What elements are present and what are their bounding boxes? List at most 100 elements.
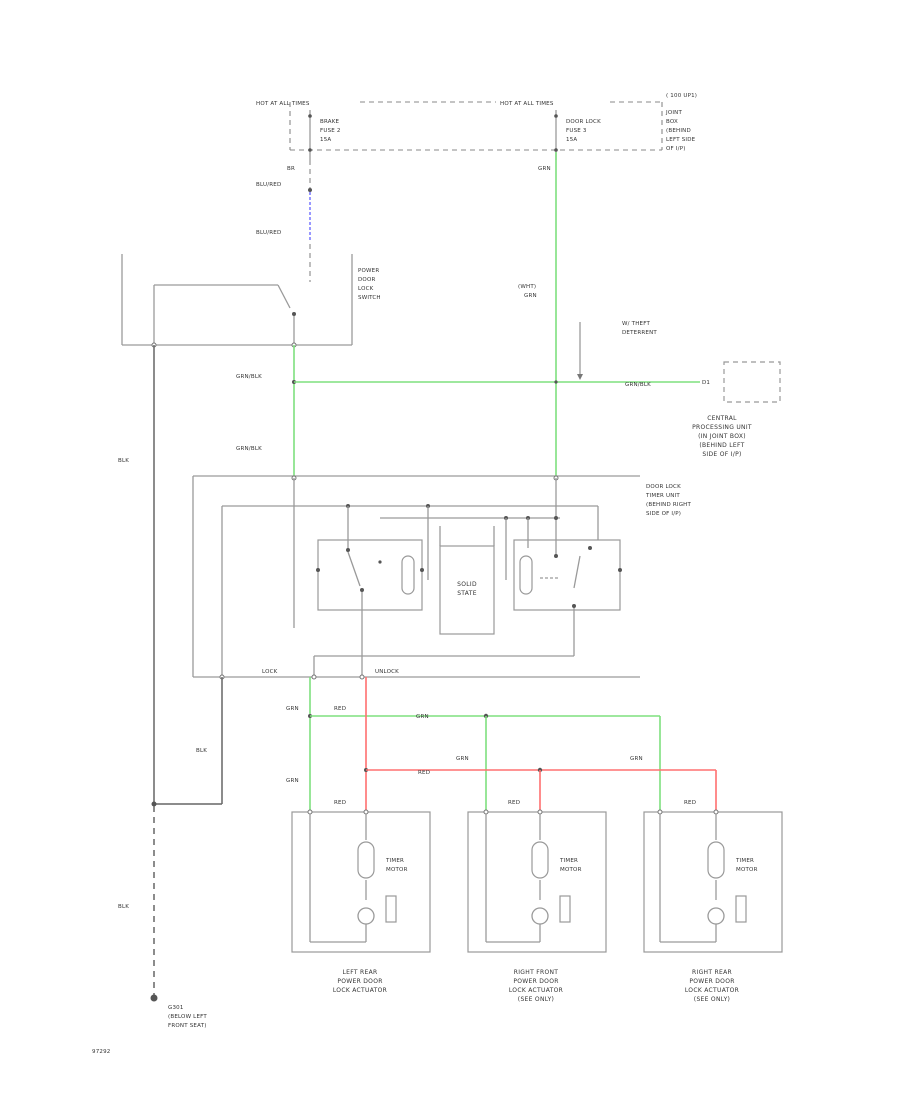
fuse-terminal xyxy=(308,114,312,118)
actuator-rf-label-3: LOCK ACTUATOR xyxy=(509,987,563,994)
crossover-dot xyxy=(554,380,558,384)
wire-label-grn-blk-3: GRN/BLK xyxy=(625,382,651,388)
relay-contact xyxy=(347,551,361,587)
fuse-block-location-1: JOINT xyxy=(665,110,682,116)
switch-contact xyxy=(292,312,296,316)
wire-label-br: BR xyxy=(287,166,295,172)
actuator-left-rear: TIMER MOTOR LEFT REAR POWER DOOR LOCK AC… xyxy=(291,809,431,994)
door-lock-fuse-branch: GRN (WHT) GRN xyxy=(518,152,557,478)
brake-fuse-label-3: 15A xyxy=(320,137,331,143)
actuator-harness: GRN RED GRN GRN RED GRN GRN RED RED RED xyxy=(286,677,717,812)
ground-circuit: BLK BLK BLK G301 (BELOW LEFT FRONT SEAT) xyxy=(118,345,223,1029)
wire-label-grn: GRN xyxy=(538,166,551,172)
connector-label: D1 xyxy=(702,380,710,386)
timer-motor-label-2: MOTOR xyxy=(736,867,758,873)
relay-terminal xyxy=(378,560,382,564)
hot-at-all-times-label: HOT AT ALL TIMES xyxy=(256,101,310,107)
connector-pin xyxy=(359,674,365,680)
actuator-lr-label-1: LEFT REAR xyxy=(343,969,378,976)
connector-pin xyxy=(311,674,317,680)
wire-label-blk-2: BLK xyxy=(196,748,207,754)
door-lock-fuse-label-1: DOOR LOCK xyxy=(566,119,601,125)
actuator-switch-icon xyxy=(385,895,397,923)
wire-label-grn-a: GRN xyxy=(286,706,299,712)
brake-fuse-branch: BR BLU/RED BLU/RED xyxy=(256,160,312,282)
timer-unit-label-4: SIDE OF I/P) xyxy=(646,511,681,517)
door-lock-fuse-label-3: 15A xyxy=(566,137,577,143)
anti-theft-label-2: DETERRENT xyxy=(622,330,657,336)
timer-unit-label-2: TIMER UNIT xyxy=(645,493,680,499)
actuator-housing xyxy=(643,811,783,953)
relay-terminal xyxy=(346,548,350,552)
timer-motor-label-1: TIMER xyxy=(559,858,578,864)
door-lock-fuse-label-2: FUSE 3 xyxy=(566,128,587,134)
brake-fuse-label-1: BRAKE xyxy=(320,119,340,125)
timer-motor-label-2: MOTOR xyxy=(560,867,582,873)
actuator-rr-label-1: RIGHT REAR xyxy=(692,969,732,976)
fuse-terminal xyxy=(308,148,312,152)
lock-label: LOCK xyxy=(262,669,278,675)
relay-contact xyxy=(573,555,581,589)
solid-state-label-2: STATE xyxy=(457,590,477,597)
wire-label-blu-red-1: BLU/RED xyxy=(256,182,281,188)
timer-motor-label-2: MOTOR xyxy=(386,867,408,873)
relay-terminal xyxy=(316,568,320,572)
wire-label-grn-b: GRN xyxy=(416,714,429,720)
timer-motor-icon xyxy=(707,841,725,879)
actuator-rf-label-1: RIGHT FRONT xyxy=(514,969,559,976)
relay-terminal xyxy=(360,588,364,592)
solid-state-label-1: SOLID xyxy=(457,581,477,588)
relay-terminal xyxy=(554,554,558,558)
wire-label-grn-blk-1: GRN/BLK xyxy=(236,374,262,380)
ground-label-3: FRONT SEAT) xyxy=(168,1023,207,1029)
grn-blk-bus: GRN/BLK W/ THEFT DETERRENT GRN/BLK GRN/B… xyxy=(236,321,781,478)
actuator-right-front: TIMER MOTOR RIGHT FRONT POWER DOOR LOCK … xyxy=(467,809,607,1003)
actuator-rr-label-3: LOCK ACTUATOR xyxy=(685,987,739,994)
connector-pin xyxy=(363,809,369,815)
splice-dot xyxy=(151,801,157,807)
wire-label-red-e: RED xyxy=(684,800,696,806)
actuator-lr-label-2: POWER DOOR xyxy=(337,978,382,985)
wire-label-grn-d: GRN xyxy=(630,756,643,762)
central-unit-label-3: (IN JOINT BOX) xyxy=(698,433,746,440)
wire-label-red-b: RED xyxy=(418,770,430,776)
fuse-block-location-3: (BEHIND xyxy=(666,128,691,134)
connector-pin xyxy=(537,809,543,815)
arrow-icon xyxy=(577,374,583,380)
switch-label-3: LOCK xyxy=(358,286,374,292)
wire-label-grn-blk-2: GRN/BLK xyxy=(236,446,262,452)
wire-label-wht-2: GRN xyxy=(524,293,537,299)
switch-label-1: POWER xyxy=(358,268,379,274)
connector-pin xyxy=(483,809,489,815)
wire-label-grn-c: GRN xyxy=(456,756,469,762)
switch-label-2: DOOR xyxy=(358,277,376,283)
figure-id: 97292 xyxy=(92,1049,111,1055)
timer-motor-icon xyxy=(531,841,549,879)
junction-dot xyxy=(554,516,558,520)
motor-icon xyxy=(707,907,725,925)
wire-label-blu-red-2: BLU/RED xyxy=(256,230,281,236)
brake-fuse-label-2: FUSE 2 xyxy=(320,128,341,134)
actuator-right-rear: TIMER MOTOR RIGHT REAR POWER DOOR LOCK A… xyxy=(643,809,783,1003)
wire-label-grn-e: GRN xyxy=(286,778,299,784)
fuse-terminal xyxy=(554,114,558,118)
switch-blade xyxy=(277,284,291,309)
actuator-switch-icon xyxy=(735,895,747,923)
fuse-terminal xyxy=(554,148,558,152)
timer-motor-icon xyxy=(357,841,375,879)
relay-terminal xyxy=(420,568,424,572)
actuator-switch-icon xyxy=(559,895,571,923)
door-lock-timer-unit: DOOR LOCK TIMER UNIT (BEHIND RIGHT SIDE … xyxy=(192,475,691,680)
wire-label-wht-1: (WHT) xyxy=(518,284,536,290)
ground-icon xyxy=(150,994,158,1002)
timer-unit-label-3: (BEHIND RIGHT xyxy=(646,502,691,508)
connector-pin xyxy=(657,809,663,815)
splice-dot xyxy=(308,188,312,192)
motor-icon xyxy=(531,907,549,925)
fuse-block-location-4: LEFT SIDE xyxy=(666,137,696,143)
timer-motor-label-1: TIMER xyxy=(735,858,754,864)
solid-state-module xyxy=(439,545,495,635)
hot-at-all-times-label-2: HOT AT ALL TIMES xyxy=(500,101,554,107)
actuator-rr-label-4: (SEE ONLY) xyxy=(694,996,730,1003)
